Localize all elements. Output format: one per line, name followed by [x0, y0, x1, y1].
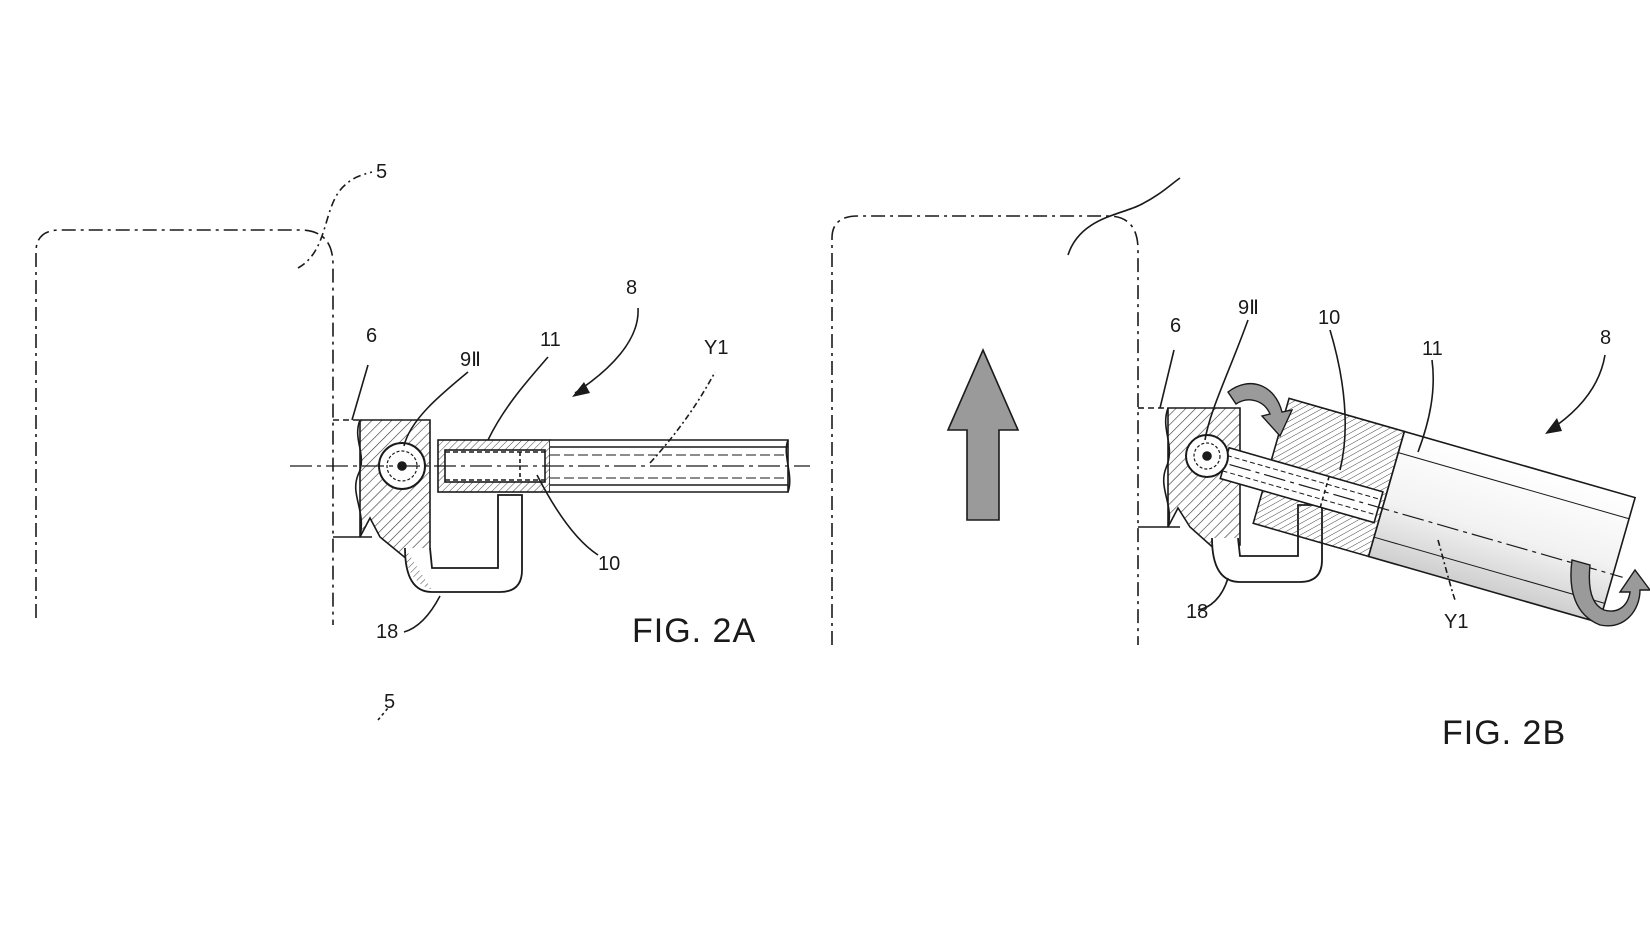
wall-6	[359, 419, 431, 561]
leader-5-b	[1067, 177, 1181, 256]
label-10-a: 10	[598, 553, 620, 575]
label-5-bottom: 5	[384, 691, 395, 713]
leader-8-b	[1549, 354, 1606, 431]
leader-11-a	[487, 356, 549, 441]
figure-2a	[35, 171, 810, 721]
label-10-b: 10	[1318, 307, 1340, 329]
bracket-18	[404, 494, 523, 593]
label-y1-b: Y1	[1444, 611, 1468, 633]
leader-18-a	[403, 595, 441, 633]
body-outline-5	[35, 229, 334, 625]
axis-y1-b	[1194, 454, 1623, 578]
leader-9-a	[403, 371, 469, 447]
leader-y1-b	[1437, 539, 1456, 601]
label-5-top: 5	[376, 161, 387, 183]
leader-6-b	[1159, 349, 1175, 409]
tube-11-b	[1367, 430, 1637, 624]
label-y1-a: Y1	[704, 337, 728, 359]
rotation-arrow-icon	[1227, 383, 1294, 438]
figure-2b	[831, 177, 1650, 645]
leader-6-a	[351, 364, 369, 421]
leader-y1-a	[649, 371, 716, 464]
up-arrow-icon	[946, 348, 1020, 521]
label-9-a: 9Ⅱ	[460, 349, 481, 371]
label-8-b: 8	[1600, 327, 1611, 349]
label-11-a: 11	[540, 329, 561, 351]
label-9-b: 9Ⅱ	[1238, 297, 1259, 319]
leader-5-bottom	[377, 707, 389, 721]
leader-5-top	[297, 171, 373, 269]
twist-arrow-icon	[1570, 559, 1650, 627]
label-8-a: 8	[626, 277, 637, 299]
caption-fig-2b: FIG. 2B	[1442, 714, 1566, 752]
caption-fig-2a: FIG. 2A	[632, 612, 756, 650]
leader-9-b	[1204, 319, 1249, 441]
leader-8-a	[574, 307, 639, 394]
label-18-a: 18	[376, 621, 398, 643]
label-18-b: 18	[1186, 601, 1208, 623]
leader-11-b	[1417, 359, 1435, 453]
leader-10-b	[1329, 329, 1346, 471]
label-11-b: 11	[1422, 338, 1443, 360]
label-6-b: 6	[1170, 315, 1181, 337]
label-6-a: 6	[366, 325, 377, 347]
leader-18-b	[1197, 577, 1229, 611]
leader-10-a	[536, 474, 599, 556]
body-outline-5-b	[831, 215, 1139, 645]
